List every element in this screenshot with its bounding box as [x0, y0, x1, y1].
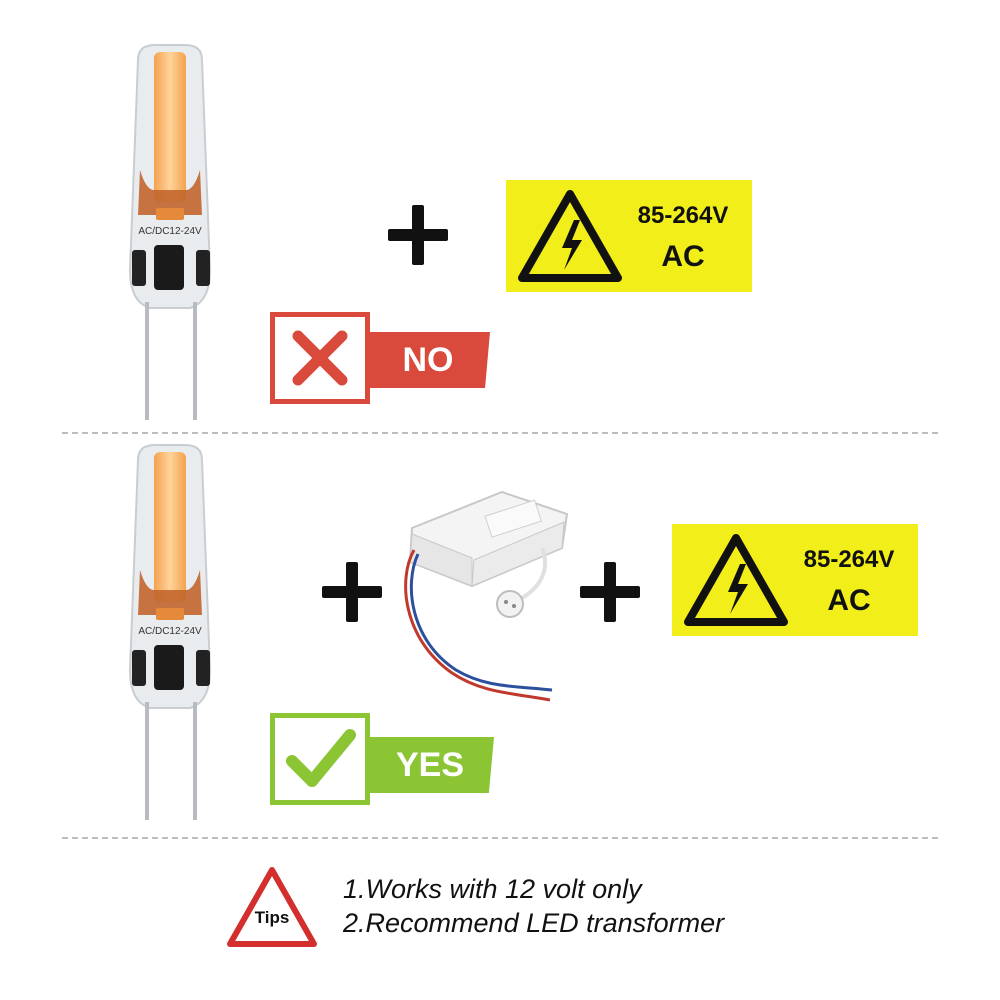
yes-label: YES — [366, 737, 494, 793]
no-label: NO — [366, 332, 490, 388]
led-transformer-image — [392, 488, 572, 718]
tips-warning-icon — [226, 866, 318, 948]
g4-led-bulb-image: AC/DC12-24V — [110, 40, 230, 420]
bulb-voltage-label: AC/DC12-24V — [138, 226, 202, 237]
high-voltage-warning-sign: 85-264V AC — [672, 524, 918, 636]
tips-badge-label: Tips — [254, 908, 290, 927]
plus-icon — [580, 562, 640, 622]
cross-icon — [270, 312, 370, 404]
plus-icon — [388, 205, 448, 265]
tip-line-2: 2.Recommend LED transformer — [343, 908, 725, 938]
plus-icon — [322, 562, 382, 622]
section-divider — [62, 432, 938, 434]
section-divider — [62, 837, 938, 839]
current-type: AC — [661, 240, 705, 273]
current-type: AC — [827, 584, 871, 617]
voltage-range: 85-264V — [803, 546, 895, 573]
high-voltage-warning-sign: 85-264V AC — [506, 180, 752, 292]
check-icon — [270, 713, 370, 805]
electric-hazard-icon — [518, 190, 622, 282]
electric-hazard-icon — [684, 534, 788, 626]
voltage-range: 85-264V — [637, 202, 729, 229]
tip-line-1: 1.Works with 12 volt only — [343, 874, 642, 904]
bulb-voltage-label: AC/DC12-24V — [138, 626, 202, 637]
g4-led-bulb-image: AC/DC12-24V — [110, 440, 230, 820]
